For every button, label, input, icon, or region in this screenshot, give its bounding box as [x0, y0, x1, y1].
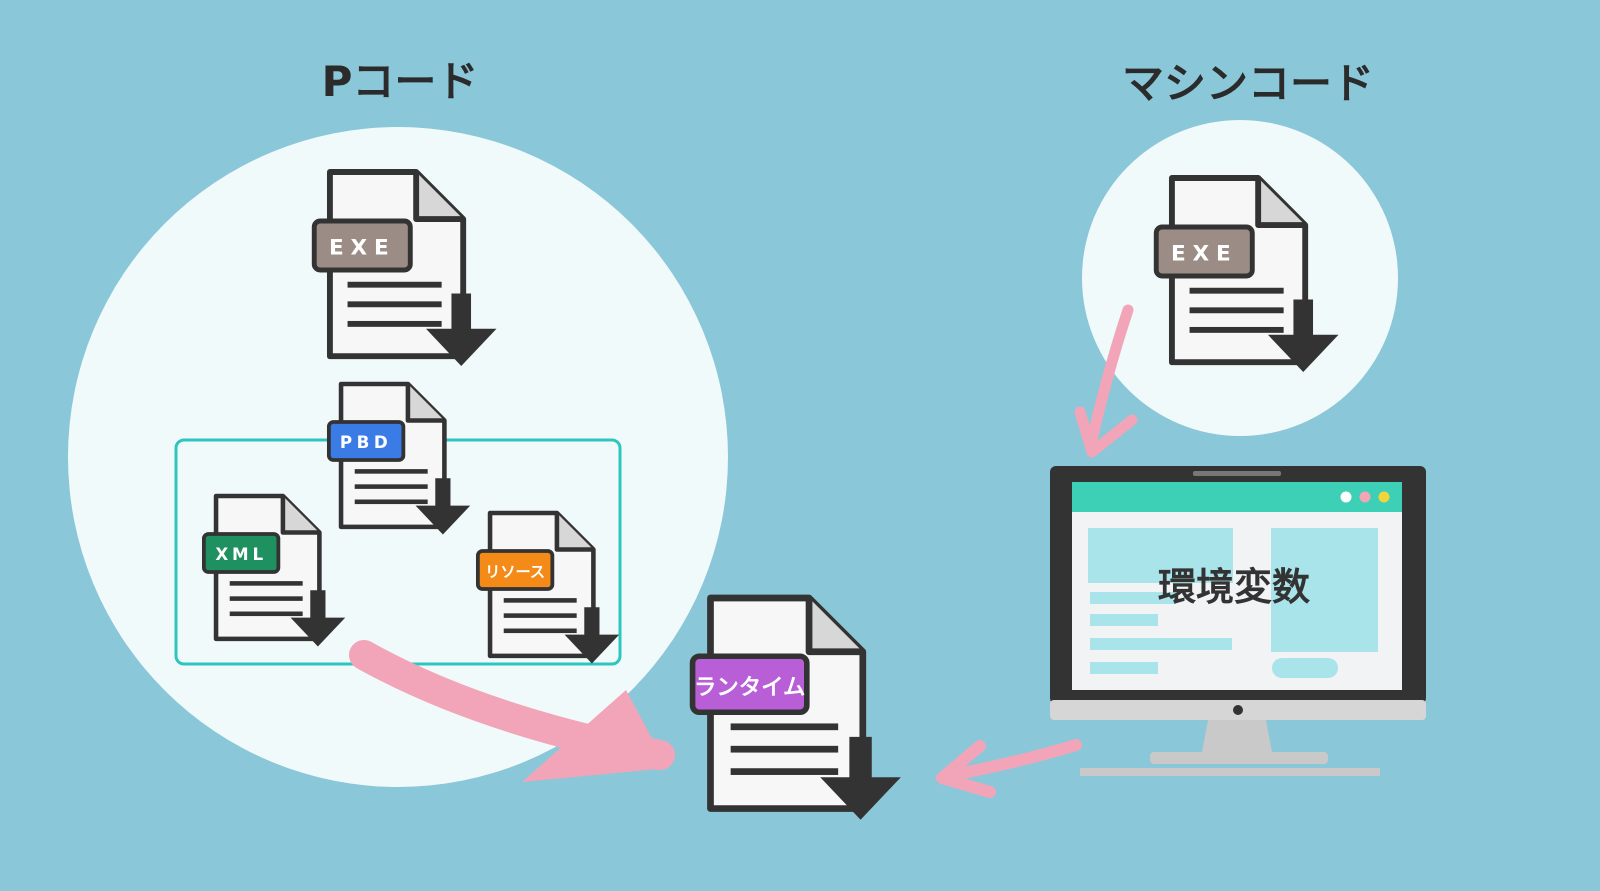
resource-file-tag	[475, 549, 555, 591]
arrow-exe-to-monitor	[1086, 304, 1134, 446]
arrow-library-to-runtime-head	[522, 690, 668, 782]
runtime-file-label: ランタイム	[694, 674, 806, 700]
exe-file-left-tag	[311, 218, 413, 273]
runtime-file-tag	[689, 653, 810, 716]
resource-file-label: リソース	[485, 563, 545, 581]
xml-file-tag	[201, 532, 281, 574]
exe-file-right-label: EXE	[1171, 241, 1238, 266]
resource-file: リソース	[475, 513, 619, 663]
desktop-monitor-icon	[1050, 466, 1426, 776]
pcode-heading: Pコード	[322, 57, 479, 106]
arrow-monitor-to-runtime-head	[936, 740, 996, 798]
pbd-file: PBD	[326, 384, 470, 534]
arrow-exe-to-monitor-head	[1074, 406, 1138, 458]
environment-variables-label: 環境変数	[1158, 565, 1310, 609]
machine-code-heading: マシンコード	[1122, 59, 1374, 108]
runtime-file: ランタイム	[689, 598, 901, 820]
exe-file-left-label: EXE	[329, 235, 396, 260]
xml-file-label: XML	[215, 544, 267, 564]
pbd-file-label: PBD	[340, 432, 393, 452]
pbd-file-tag	[326, 420, 406, 462]
exe-file-left: EXE	[311, 172, 496, 366]
exe-file-right-tag	[1153, 224, 1255, 279]
arrow-monitor-to-runtime	[942, 739, 1082, 782]
xml-file: XML	[201, 496, 345, 646]
exe-file-right: EXE	[1153, 178, 1338, 372]
